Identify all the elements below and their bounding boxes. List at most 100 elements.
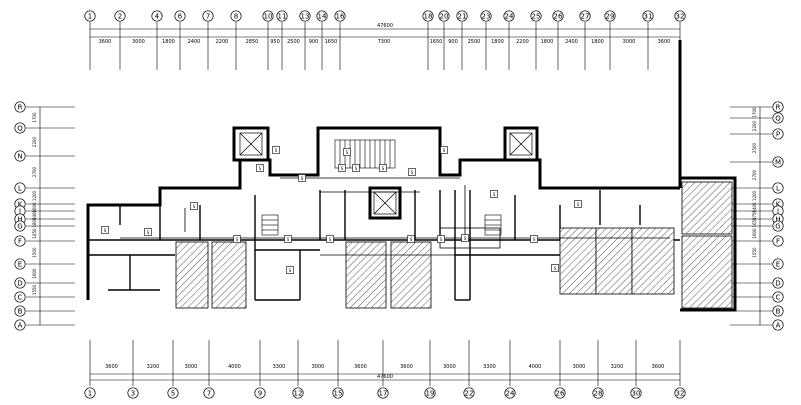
room-tag-box	[190, 202, 198, 210]
bottom-axis-bubble-circle	[377, 387, 389, 399]
bottom-axis-bubble-label: 1	[88, 389, 92, 397]
left-dim-label: 2200	[32, 136, 37, 147]
bottom-axis-bubble-label: 12	[294, 389, 303, 397]
top-axis-bubble-circle	[202, 10, 214, 22]
room-tag-label: S	[411, 170, 414, 175]
bottom-dim-label: 3600	[400, 364, 413, 370]
left-axis-bubble-label: L	[18, 184, 22, 192]
right-dim-label: 1600	[752, 228, 757, 239]
right-axis-bubble-label: B	[776, 307, 781, 315]
right-dim-label: 1700	[752, 107, 757, 118]
top-dim-label: 900	[448, 39, 458, 45]
room-tag-label: S	[236, 237, 239, 242]
room-tag-label: S	[275, 148, 278, 153]
right-axis-bubble-label: L	[776, 184, 780, 192]
right-axis-bubble-circle	[772, 319, 784, 331]
right-dim-label: 1650	[752, 217, 757, 228]
bottom-axis-bubble-label: 5	[171, 389, 175, 397]
top-axis-bubble-label: 1	[88, 12, 92, 20]
right-axis-bubble-label: G	[775, 222, 780, 230]
top-dim-label: 3600	[658, 39, 671, 45]
bottom-dim-label: 3300	[273, 364, 286, 370]
left-axis-bubble-label: D	[17, 279, 22, 287]
room-tag-box	[101, 226, 109, 234]
top-axis-bubble-label: 21	[458, 12, 467, 20]
left-dim-label: 1800	[32, 217, 37, 228]
right-axis-bubble-label: J	[776, 207, 779, 215]
right-axis-bubble-circle	[772, 258, 784, 270]
top-axis-bubble-circle	[438, 10, 450, 22]
room-tag-box	[343, 148, 351, 156]
right-dim-label: 2200	[752, 120, 757, 131]
room-tag-box	[144, 228, 152, 236]
top-axis-bubble-circle	[422, 10, 434, 22]
top-axis-bubble-circle	[456, 10, 468, 22]
top-axis-bubble-circle	[480, 10, 492, 22]
bottom-dim-label: 3200	[147, 364, 160, 370]
top-dim-label: 1800	[591, 39, 604, 45]
left-axis-bubble-label: Q	[17, 124, 23, 132]
room-tag-label: S	[346, 150, 349, 155]
hatched-areas	[175, 181, 733, 309]
room-tag-label: S	[259, 166, 262, 171]
top-axis-bubble-label: 25	[532, 12, 541, 20]
room-tag-label: S	[104, 228, 107, 233]
top-dim-label: 2200	[516, 39, 529, 45]
top-dim-label: 1650	[430, 39, 443, 45]
top-axis-bubble-label: 8	[234, 12, 238, 20]
left-axis-bubble-label: N	[17, 152, 22, 160]
right-axis-bubble-label: D	[775, 279, 780, 287]
building-walls	[86, 40, 737, 312]
right-axis-bubble-label: H	[775, 215, 780, 223]
top-axis-bubble-circle	[530, 10, 542, 22]
stairs	[261, 139, 502, 236]
dimension-lines	[26, 22, 772, 386]
bottom-axis-bubble-label: 9	[258, 389, 262, 397]
right-dim-label: 2700	[752, 169, 757, 180]
left-axis-bubble-circle	[14, 220, 26, 232]
bottom-axis-bubble-label: 19	[426, 389, 435, 397]
bottom-axis-bubble-circle	[203, 387, 215, 399]
right-axis-bubble-circle	[772, 128, 784, 140]
bottom-axis-bubble-label: 24	[506, 389, 515, 397]
top-axis-bubble-label: 16	[336, 12, 345, 20]
left-axis-bubble-circle	[14, 258, 26, 270]
top-dim-label: 2850	[246, 39, 259, 45]
top-axis-bubble-label: 2	[118, 12, 122, 20]
left-axis-bubble-label: J	[18, 207, 21, 215]
room-tag-box	[407, 235, 415, 243]
left-axis-bubble-label: B	[18, 307, 23, 315]
top-axis-bubble-circle	[503, 10, 515, 22]
bottom-axis-bubble-circle	[674, 387, 686, 399]
right-dim-label: 1550	[752, 247, 757, 258]
top-axis-bubble-circle	[174, 10, 186, 22]
bottom-axis-bubble-circle	[292, 387, 304, 399]
right-axis-bubble-circle	[772, 112, 784, 124]
top-dim-label: 2400	[188, 39, 201, 45]
left-dim-label: 1600	[32, 268, 37, 279]
room-tag-box	[326, 235, 334, 243]
room-tag-label: S	[464, 236, 467, 241]
bottom-axis-bubble-circle	[592, 387, 604, 399]
bottom-axis-bubble-label: 30	[632, 389, 641, 397]
left-axis-bubble-label: F	[18, 237, 22, 245]
room-tag-box	[338, 164, 346, 172]
left-axis-bubble-circle	[14, 291, 26, 303]
left-dim-label: 1200	[32, 190, 37, 201]
top-axis-bubble-circle	[674, 10, 686, 22]
left-dim-label: 1550	[32, 284, 37, 295]
top-axis-bubble-circle	[552, 10, 564, 22]
bottom-dim-label: 3000	[573, 364, 586, 370]
top-axis-bubble-circle	[114, 10, 126, 22]
bottom-dim-label: 4000	[529, 364, 542, 370]
left-dim-label: 1650	[32, 228, 37, 239]
left-axis-bubble-label: H	[17, 215, 22, 223]
room-tag-box	[352, 164, 360, 172]
right-axis-bubble-circle	[772, 182, 784, 194]
room-tag-label: S	[577, 202, 580, 207]
top-axis-bubble-circle	[151, 10, 163, 22]
room-tag-label: S	[193, 204, 196, 209]
right-axis-bubble-circle	[772, 220, 784, 232]
right-axis-bubble-label: R	[776, 103, 781, 111]
